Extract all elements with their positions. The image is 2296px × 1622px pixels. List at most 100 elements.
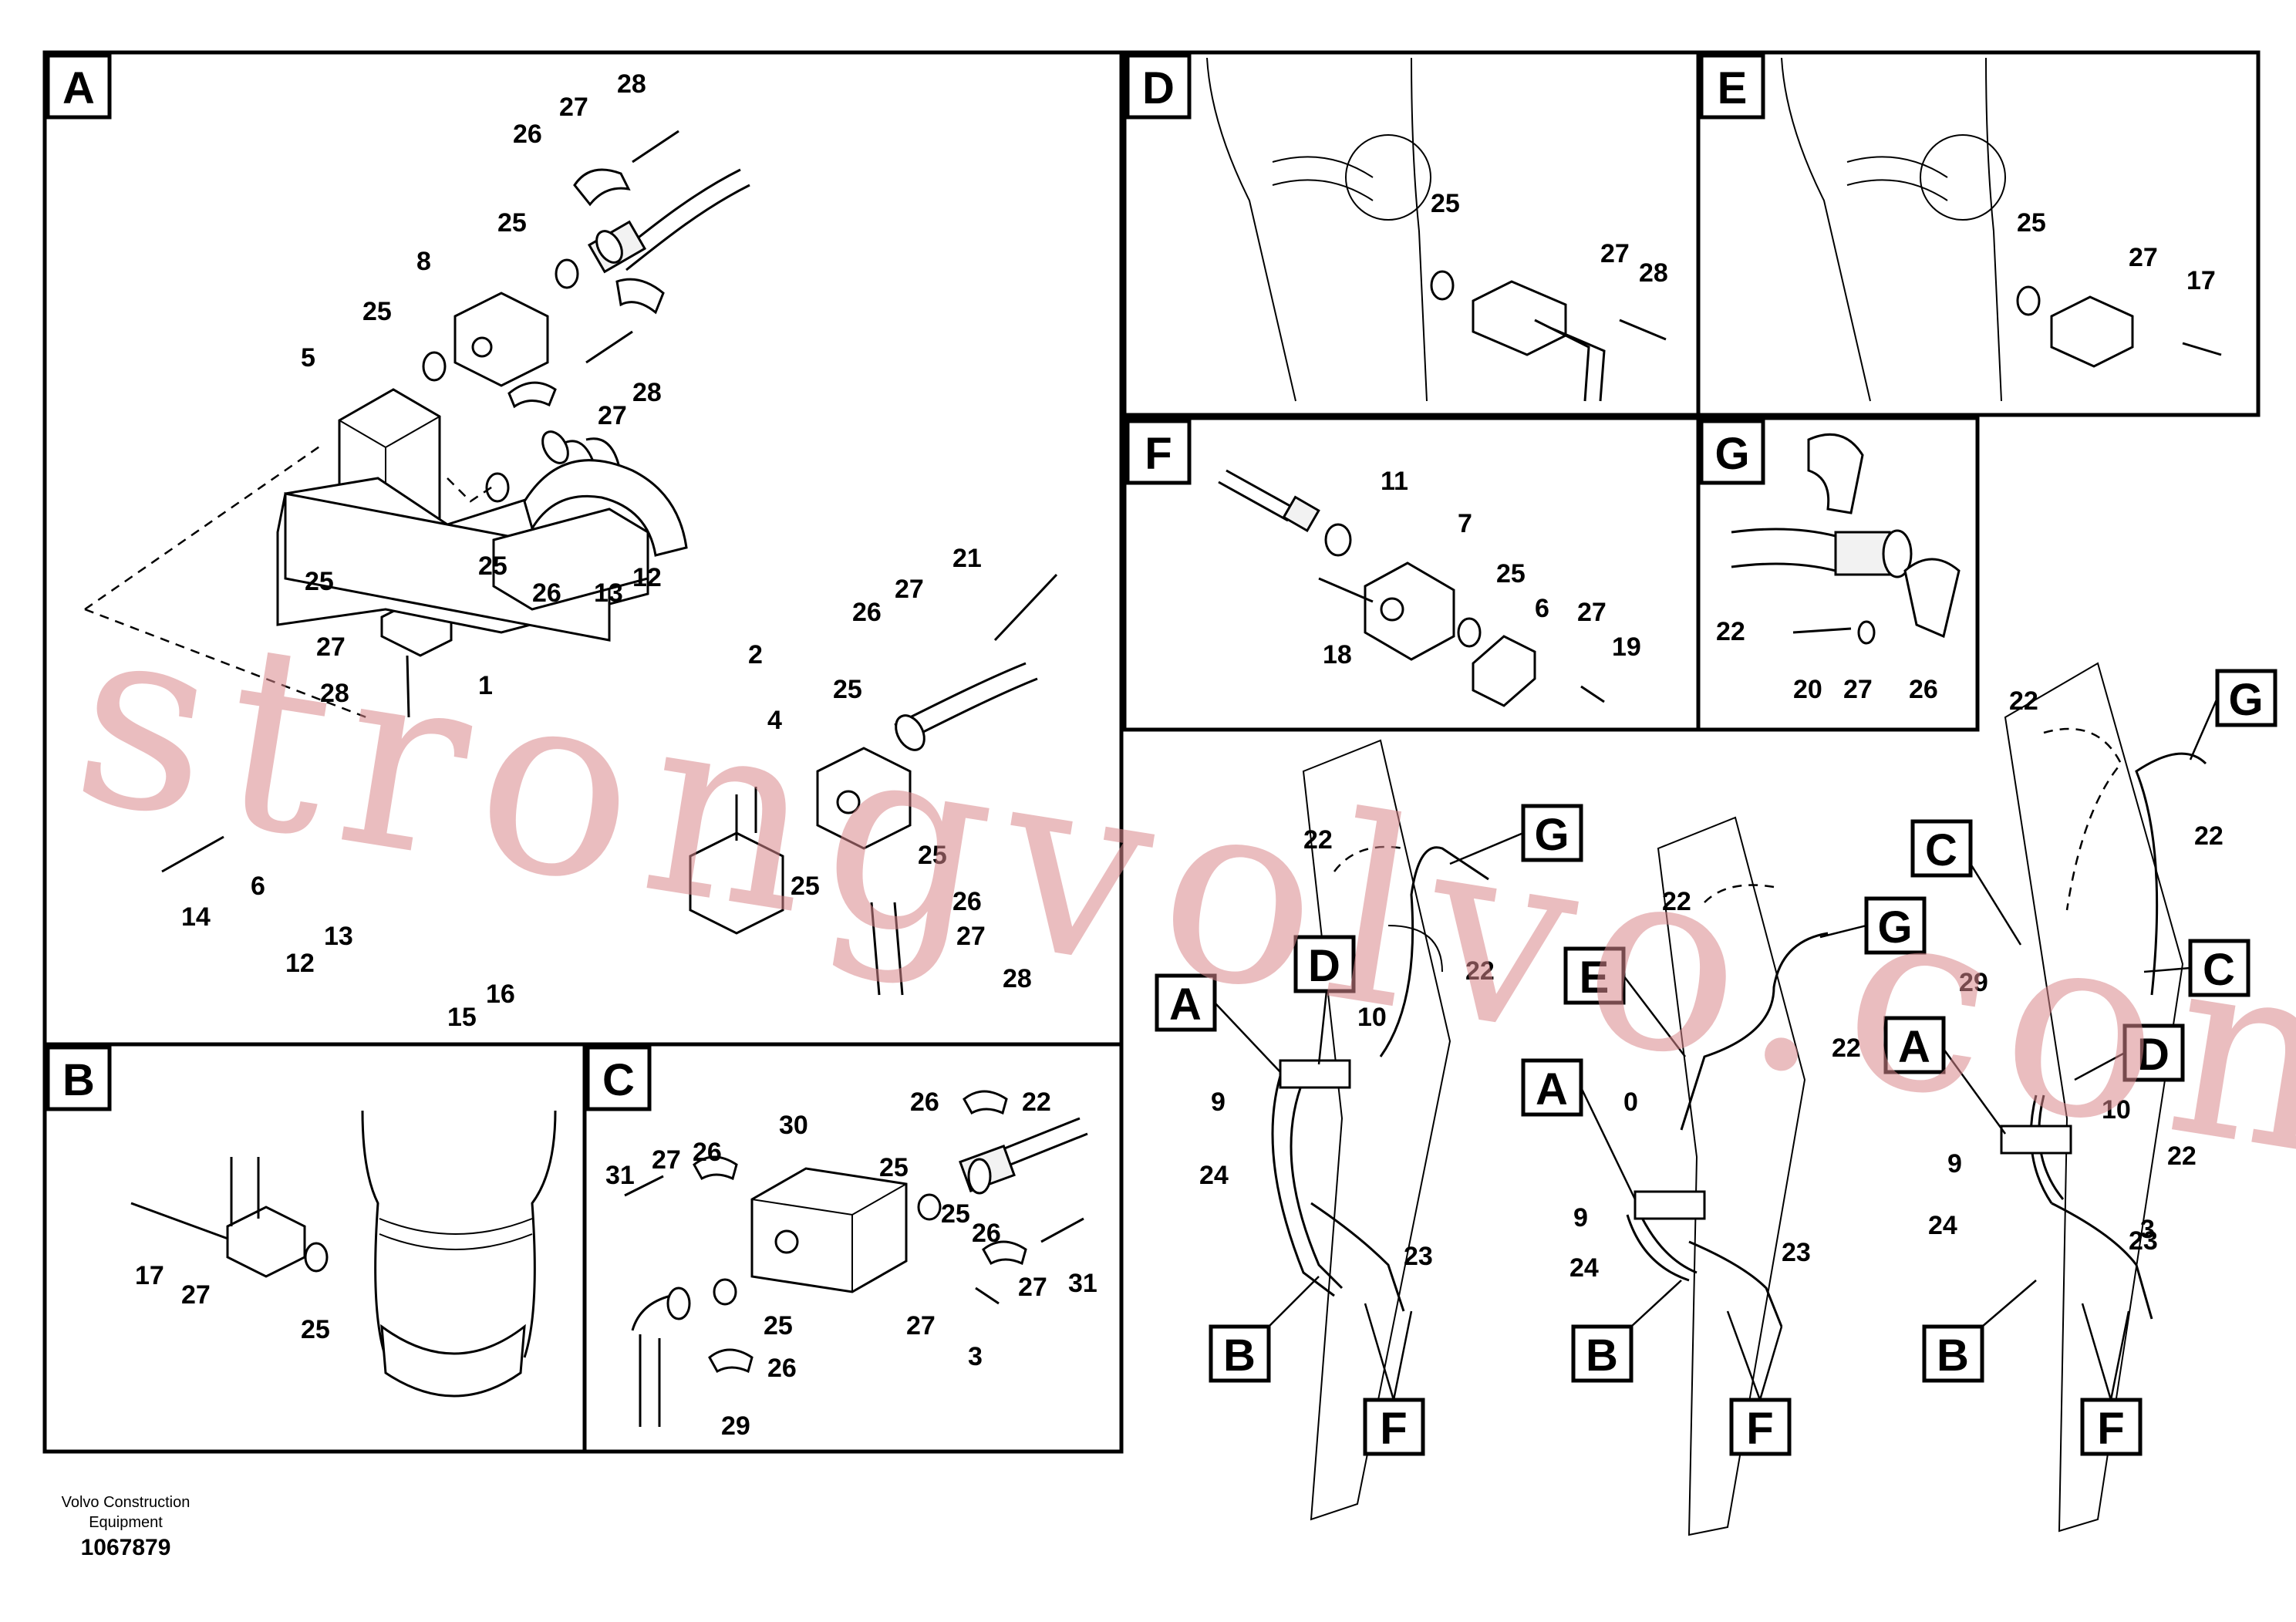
svg-text:26: 26 [1909,675,1938,704]
svg-text:9: 9 [1211,1088,1226,1117]
watermark: strongvolvo.com [59,563,2296,1228]
overview-right-tag-c-side: C [2188,939,2250,997]
svg-text:27: 27 [1843,675,1873,704]
svg-text:25: 25 [301,1315,330,1344]
panel-g-labels: 22 20 27 26 [1716,617,1938,704]
panel-e-frame [1696,50,2261,417]
panel-d-letter: D [1125,53,1192,120]
svg-text:C: C [602,1055,635,1105]
svg-text:13: 13 [324,922,353,951]
panel-f-drawing [1218,469,1605,707]
svg-text:7: 7 [1458,509,1472,538]
overview-middle-tag-e: E [1563,946,1626,1005]
panel-g-drawing [1731,433,1961,645]
overview-middle-tag-f: F [1729,1398,1792,1456]
svg-text:2: 2 [748,640,763,669]
svg-text:C: C [2203,945,2235,995]
svg-text:14: 14 [181,902,211,932]
svg-text:11: 11 [1381,467,1408,496]
svg-text:F: F [1746,1404,1773,1454]
drawing-number: 1067879 [80,1535,171,1560]
svg-text:22: 22 [1022,1088,1051,1117]
svg-text:26: 26 [693,1138,722,1167]
overview-right-tag-c-top: C [1910,819,1973,878]
svg-text:D: D [1308,941,1340,991]
overview-right-tag-f: F [2080,1398,2143,1456]
panel-e-letter: E [1699,53,1765,120]
svg-text:27: 27 [181,1280,211,1310]
svg-text:27: 27 [1018,1273,1047,1302]
svg-text:D: D [1142,63,1175,113]
svg-text:B: B [62,1055,95,1105]
overview-right-tag-g: G [2215,669,2277,727]
svg-text:29: 29 [721,1411,750,1441]
svg-text:B: B [1586,1330,1618,1381]
svg-text:25: 25 [305,567,334,596]
svg-text:28: 28 [617,69,646,99]
svg-text:27: 27 [2129,243,2158,272]
panel-b-labels: 17 27 25 [135,1261,330,1344]
svg-text:22: 22 [1832,1034,1861,1063]
svg-text:27: 27 [895,575,924,604]
svg-text:25: 25 [833,675,862,704]
svg-text:26: 26 [972,1219,1001,1248]
svg-text:A: A [1536,1064,1568,1114]
panel-c-letter: C [585,1045,652,1111]
svg-text:25: 25 [362,297,392,326]
svg-text:25: 25 [879,1153,909,1182]
svg-text:25: 25 [791,872,820,901]
svg-text:16: 16 [486,980,515,1009]
panel-c-drawing [624,1090,1088,1427]
svg-text:15: 15 [447,1003,477,1032]
panel-d-drawing [1206,57,1667,402]
panel-b-drawing [130,1110,557,1398]
svg-text:26: 26 [852,598,882,627]
overview-middle-boom [1626,816,1829,1536]
svg-text:27: 27 [652,1145,681,1175]
svg-text:4: 4 [767,706,782,735]
svg-text:25: 25 [2017,208,2046,238]
svg-text:30: 30 [779,1111,808,1140]
overview-right-tag-a: A [1883,1016,1946,1074]
svg-text:26: 26 [910,1088,939,1117]
svg-text:D: D [2137,1030,2170,1080]
svg-text:24: 24 [1199,1161,1229,1190]
svg-text:23: 23 [1782,1238,1811,1267]
svg-text:22: 22 [2167,1141,2197,1171]
svg-text:6: 6 [251,872,265,901]
svg-text:27: 27 [906,1311,936,1340]
overview-left-labels: 22 22 10 9 24 23 [1199,825,1495,1271]
svg-text:25: 25 [764,1311,793,1340]
svg-text:22: 22 [2194,821,2224,851]
svg-text:F: F [2097,1404,2124,1454]
svg-text:24: 24 [1569,1253,1599,1283]
svg-text:24: 24 [1928,1211,1957,1240]
overview-tag-leaders [1214,697,2219,1401]
svg-text:G: G [1877,902,1912,953]
svg-text:22: 22 [1716,617,1745,646]
svg-text:E: E [1580,953,1610,1003]
svg-text:10: 10 [1357,1003,1387,1032]
panel-c-labels: 30 22 26 25 31 27 26 25 26 27 31 27 3 25… [605,1088,1097,1441]
svg-text:22: 22 [1303,825,1333,855]
svg-text:13: 13 [594,578,623,608]
svg-text:25: 25 [497,208,527,238]
svg-text:26: 26 [532,578,561,608]
svg-text:27: 27 [1577,598,1607,627]
svg-text:A: A [62,63,95,113]
svg-text:G: G [1714,429,1749,479]
svg-text:28: 28 [320,679,349,708]
svg-text:23: 23 [2129,1226,2158,1256]
overview-left-tag-f: F [1363,1398,1425,1456]
panel-d-labels: 25 27 28 [1431,189,1668,288]
svg-text:C: C [1925,825,1957,875]
svg-text:17: 17 [135,1261,164,1290]
svg-text:26: 26 [513,120,542,149]
svg-text:21: 21 [952,544,982,573]
svg-text:A: A [1169,980,1202,1030]
overview-left-tag-g: G [1521,804,1583,862]
panel-c-frame [582,1042,1124,1454]
svg-text:5: 5 [301,343,315,373]
svg-text:22: 22 [2009,686,2038,716]
